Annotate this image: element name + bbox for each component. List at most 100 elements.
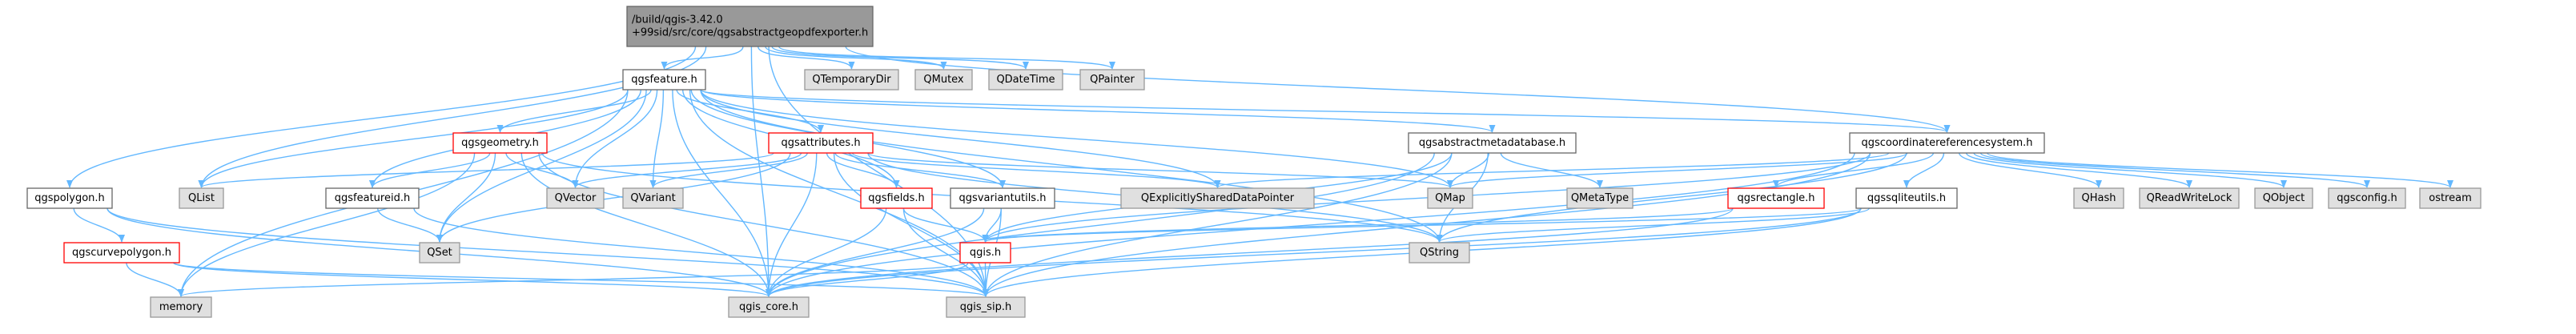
edge-qgsabstractmetadatabase-to-qgis_core (766, 152, 1435, 297)
node-box-qgsrectangle[interactable] (1727, 187, 1825, 209)
node-qgsattributes[interactable]: qgsattributes.h (768, 132, 874, 154)
edge-qgscoordinatereferencesystem-to-qgssqliteutils (1903, 152, 1945, 188)
edge-qgscurvepolygon-to-memory (126, 262, 184, 297)
node-label-qgscoordinatereferencesystem: qgscoordinatereferencesystem.h (1861, 137, 2032, 149)
edge-qgscoordinatereferencesystem-to-qhash (1959, 152, 2102, 188)
node-box-qgis_sip[interactable] (946, 296, 1026, 318)
node-box-qset[interactable] (419, 242, 460, 264)
node-qgis_sip[interactable]: qgis_sip.h (946, 296, 1026, 318)
node-box-qmap[interactable] (1427, 187, 1473, 209)
node-box-qpainter[interactable] (1079, 69, 1145, 91)
node-box-qgscurvepolygon[interactable] (63, 242, 180, 264)
edge-root-to-qdatetime (771, 46, 1029, 70)
edge-root-to-qgsfeature (661, 46, 744, 70)
node-qexplicitly[interactable]: QExplicitlySharedDataPointer (1120, 187, 1315, 209)
node-qpainter[interactable]: QPainter (1079, 69, 1145, 91)
node-qstring[interactable]: QString (1409, 242, 1470, 264)
node-qmap[interactable]: QMap (1427, 187, 1473, 209)
node-box-qgsattributes[interactable] (768, 132, 874, 154)
edge-root-to-qtemporarydir (758, 46, 855, 70)
node-ostream[interactable]: ostream (2419, 187, 2482, 209)
node-qvector[interactable]: QVector (546, 187, 605, 209)
node-qlist[interactable]: QList (179, 187, 224, 209)
node-root[interactable]: /build/qgis-3.42.0+99sid/src/core/qgsabs… (626, 6, 874, 47)
node-box-qgsfeatureid[interactable] (325, 187, 420, 209)
node-qgis_core[interactable]: qgis_core.h (728, 296, 810, 318)
node-qgsfields[interactable]: qgsfields.h (860, 187, 933, 209)
node-qgsgeometry[interactable]: qgsgeometry.h (452, 132, 548, 154)
node-qset[interactable]: QSet (419, 242, 460, 264)
node-qdatetime[interactable]: QDateTime (988, 69, 1063, 91)
node-qobject[interactable]: QObject (2254, 187, 2313, 209)
node-label-root: /build/qgis-3.42.0 (632, 14, 723, 26)
edge-qgscoordinatereferencesystem-to-qreadwritelock (1966, 152, 2192, 188)
node-box-qlist[interactable] (179, 187, 224, 209)
node-qmetatype[interactable]: QMetaType (1566, 187, 1634, 209)
node-box-qexplicitly[interactable] (1120, 187, 1315, 209)
node-qmutex[interactable]: QMutex (914, 69, 973, 91)
node-box-qgssqliteutils[interactable] (1855, 187, 1958, 209)
node-box-qhash[interactable] (2073, 187, 2124, 209)
node-box-ostream[interactable] (2419, 187, 2482, 209)
node-qgspolygon[interactable]: qgspolygon.h (26, 187, 113, 209)
node-label-qhash: QHash (2082, 192, 2116, 204)
node-box-qgis[interactable] (959, 242, 1011, 264)
node-box-qgis_core[interactable] (728, 296, 810, 318)
node-label-qpainter: QPainter (1090, 74, 1135, 86)
node-box-qstring[interactable] (1409, 242, 1470, 264)
node-qtemporarydir[interactable]: QTemporaryDir (804, 69, 899, 91)
edge-qgsattributes-to-qgsfields (826, 152, 900, 188)
node-label-qgsfields: qgsfields.h (868, 192, 924, 204)
node-label-qgis_sip: qgis_sip.h (960, 301, 1011, 313)
node-label-ostream: ostream (2429, 192, 2472, 204)
edge-qgsgeometry-to-qset (436, 152, 496, 243)
edge-qgsattributes-to-qset (436, 152, 791, 243)
node-qgis[interactable]: qgis.h (959, 242, 1011, 264)
node-box-qdatetime[interactable] (988, 69, 1063, 91)
node-box-qtemporarydir[interactable] (804, 69, 899, 91)
node-label-qgsattributes: qgsattributes.h (781, 137, 860, 149)
node-qreadwritelock[interactable]: QReadWriteLock (2139, 187, 2240, 209)
node-box-qgsabstractmetadatabase[interactable] (1408, 132, 1577, 154)
node-box-qgspolygon[interactable] (26, 187, 113, 209)
node-qgscoordinatereferencesystem[interactable]: qgscoordinatereferencesystem.h (1849, 132, 2045, 154)
node-box-qvector[interactable] (546, 187, 605, 209)
node-label-qgsfeature: qgsfeature.h (631, 74, 697, 86)
node-label-qgsconfig: qgsconfig.h (2337, 192, 2397, 204)
node-qgsabstractmetadatabase[interactable]: qgsabstractmetadatabase.h (1408, 132, 1577, 154)
edge-qgsfeature-to-qstring (700, 89, 1443, 243)
node-qgsfeatureid[interactable]: qgsfeatureid.h (325, 187, 420, 209)
node-label-qgsvariantutils: qgsvariantutils.h (959, 192, 1047, 204)
node-box-qmutex[interactable] (914, 69, 973, 91)
node-label-qobject: QObject (2263, 192, 2305, 204)
node-label-qset: QSet (427, 247, 452, 259)
edge-qgssqliteutils-to-qgis (983, 207, 1862, 243)
node-box-qgscoordinatereferencesystem[interactable] (1849, 132, 2045, 154)
node-box-qgsvariantutils[interactable] (950, 187, 1055, 209)
node-box-qobject[interactable] (2254, 187, 2313, 209)
node-qgsvariantutils[interactable]: qgsvariantutils.h (950, 187, 1055, 209)
node-box-qmetatype[interactable] (1566, 187, 1634, 209)
node-box-root[interactable] (626, 6, 874, 47)
node-qgsconfig[interactable]: qgsconfig.h (2328, 187, 2406, 209)
node-box-qgsgeometry[interactable] (452, 132, 548, 154)
node-qgsrectangle[interactable]: qgsrectangle.h (1727, 187, 1825, 209)
node-memory[interactable]: memory (150, 296, 212, 318)
node-box-qgsfeature[interactable] (622, 69, 706, 91)
node-qgssqliteutils[interactable]: qgssqliteutils.h (1855, 187, 1958, 209)
node-qgscurvepolygon[interactable]: qgscurvepolygon.h (63, 242, 180, 264)
edge-qgsattributes-to-qlist (198, 152, 774, 188)
edge-qgsattributes-to-qexplicitly (851, 152, 1221, 188)
node-box-qgsfields[interactable] (860, 187, 933, 209)
edge-qgsfeature-to-qlist (198, 89, 629, 188)
node-box-qreadwritelock[interactable] (2139, 187, 2240, 209)
node-qhash[interactable]: QHash (2073, 187, 2124, 209)
node-qvariant[interactable]: QVariant (622, 187, 684, 209)
node-box-qvariant[interactable] (622, 187, 684, 209)
edge-qgsabstractmetadatabase-to-qgis_sip (983, 152, 1453, 297)
node-box-memory[interactable] (150, 296, 212, 318)
node-label-qgsabstractmetadatabase: qgsabstractmetadatabase.h (1419, 137, 1565, 149)
node-qgsfeature[interactable]: qgsfeature.h (622, 69, 706, 91)
node-box-qgsconfig[interactable] (2328, 187, 2406, 209)
